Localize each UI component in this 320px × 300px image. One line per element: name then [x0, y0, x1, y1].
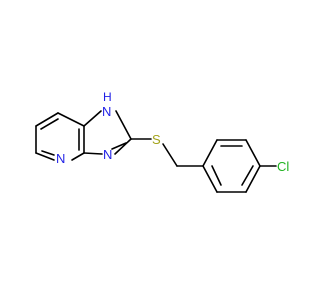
- s-ch2-bond: [162, 143, 178, 167]
- pyridine-bond-a: [35, 112, 59, 127]
- imidazole-bond-d: [83, 152, 103, 155]
- pyridine-bond-e: [35, 152, 55, 161]
- molecule-canvas: H N N N S Cl: [35, 90, 290, 193]
- chlorine-label: Cl: [277, 159, 289, 174]
- imidazole-bond-c: [114, 138, 132, 155]
- imidazole-nitrogen-label: N: [103, 147, 112, 162]
- phenyl-bond-d: [245, 165, 261, 193]
- phenyl-bond-c: [245, 139, 261, 167]
- nh-nitrogen-label: N: [102, 104, 111, 119]
- phenyl-double-3: [211, 165, 222, 186]
- pyridine-nitrogen-label: N: [56, 151, 65, 166]
- hydrogen-label: H: [103, 90, 112, 104]
- imidazole-bond-a: [83, 110, 102, 127]
- phenyl-bond-f: [202, 165, 218, 193]
- pyridine-bond-b: [57, 112, 85, 127]
- phenyl-bond-a: [202, 139, 218, 167]
- imidazole-double: [111, 142, 127, 150]
- pyridine-double-3: [41, 150, 55, 156]
- imidazole-bond-b: [115, 110, 132, 140]
- chemical-structure: H N N N S Cl: [35, 90, 289, 193]
- phenyl-double-2: [241, 165, 254, 186]
- pyridine-double-1: [40, 118, 59, 130]
- pyridine-bond-d: [71, 152, 85, 161]
- sulfur-label: S: [152, 132, 161, 147]
